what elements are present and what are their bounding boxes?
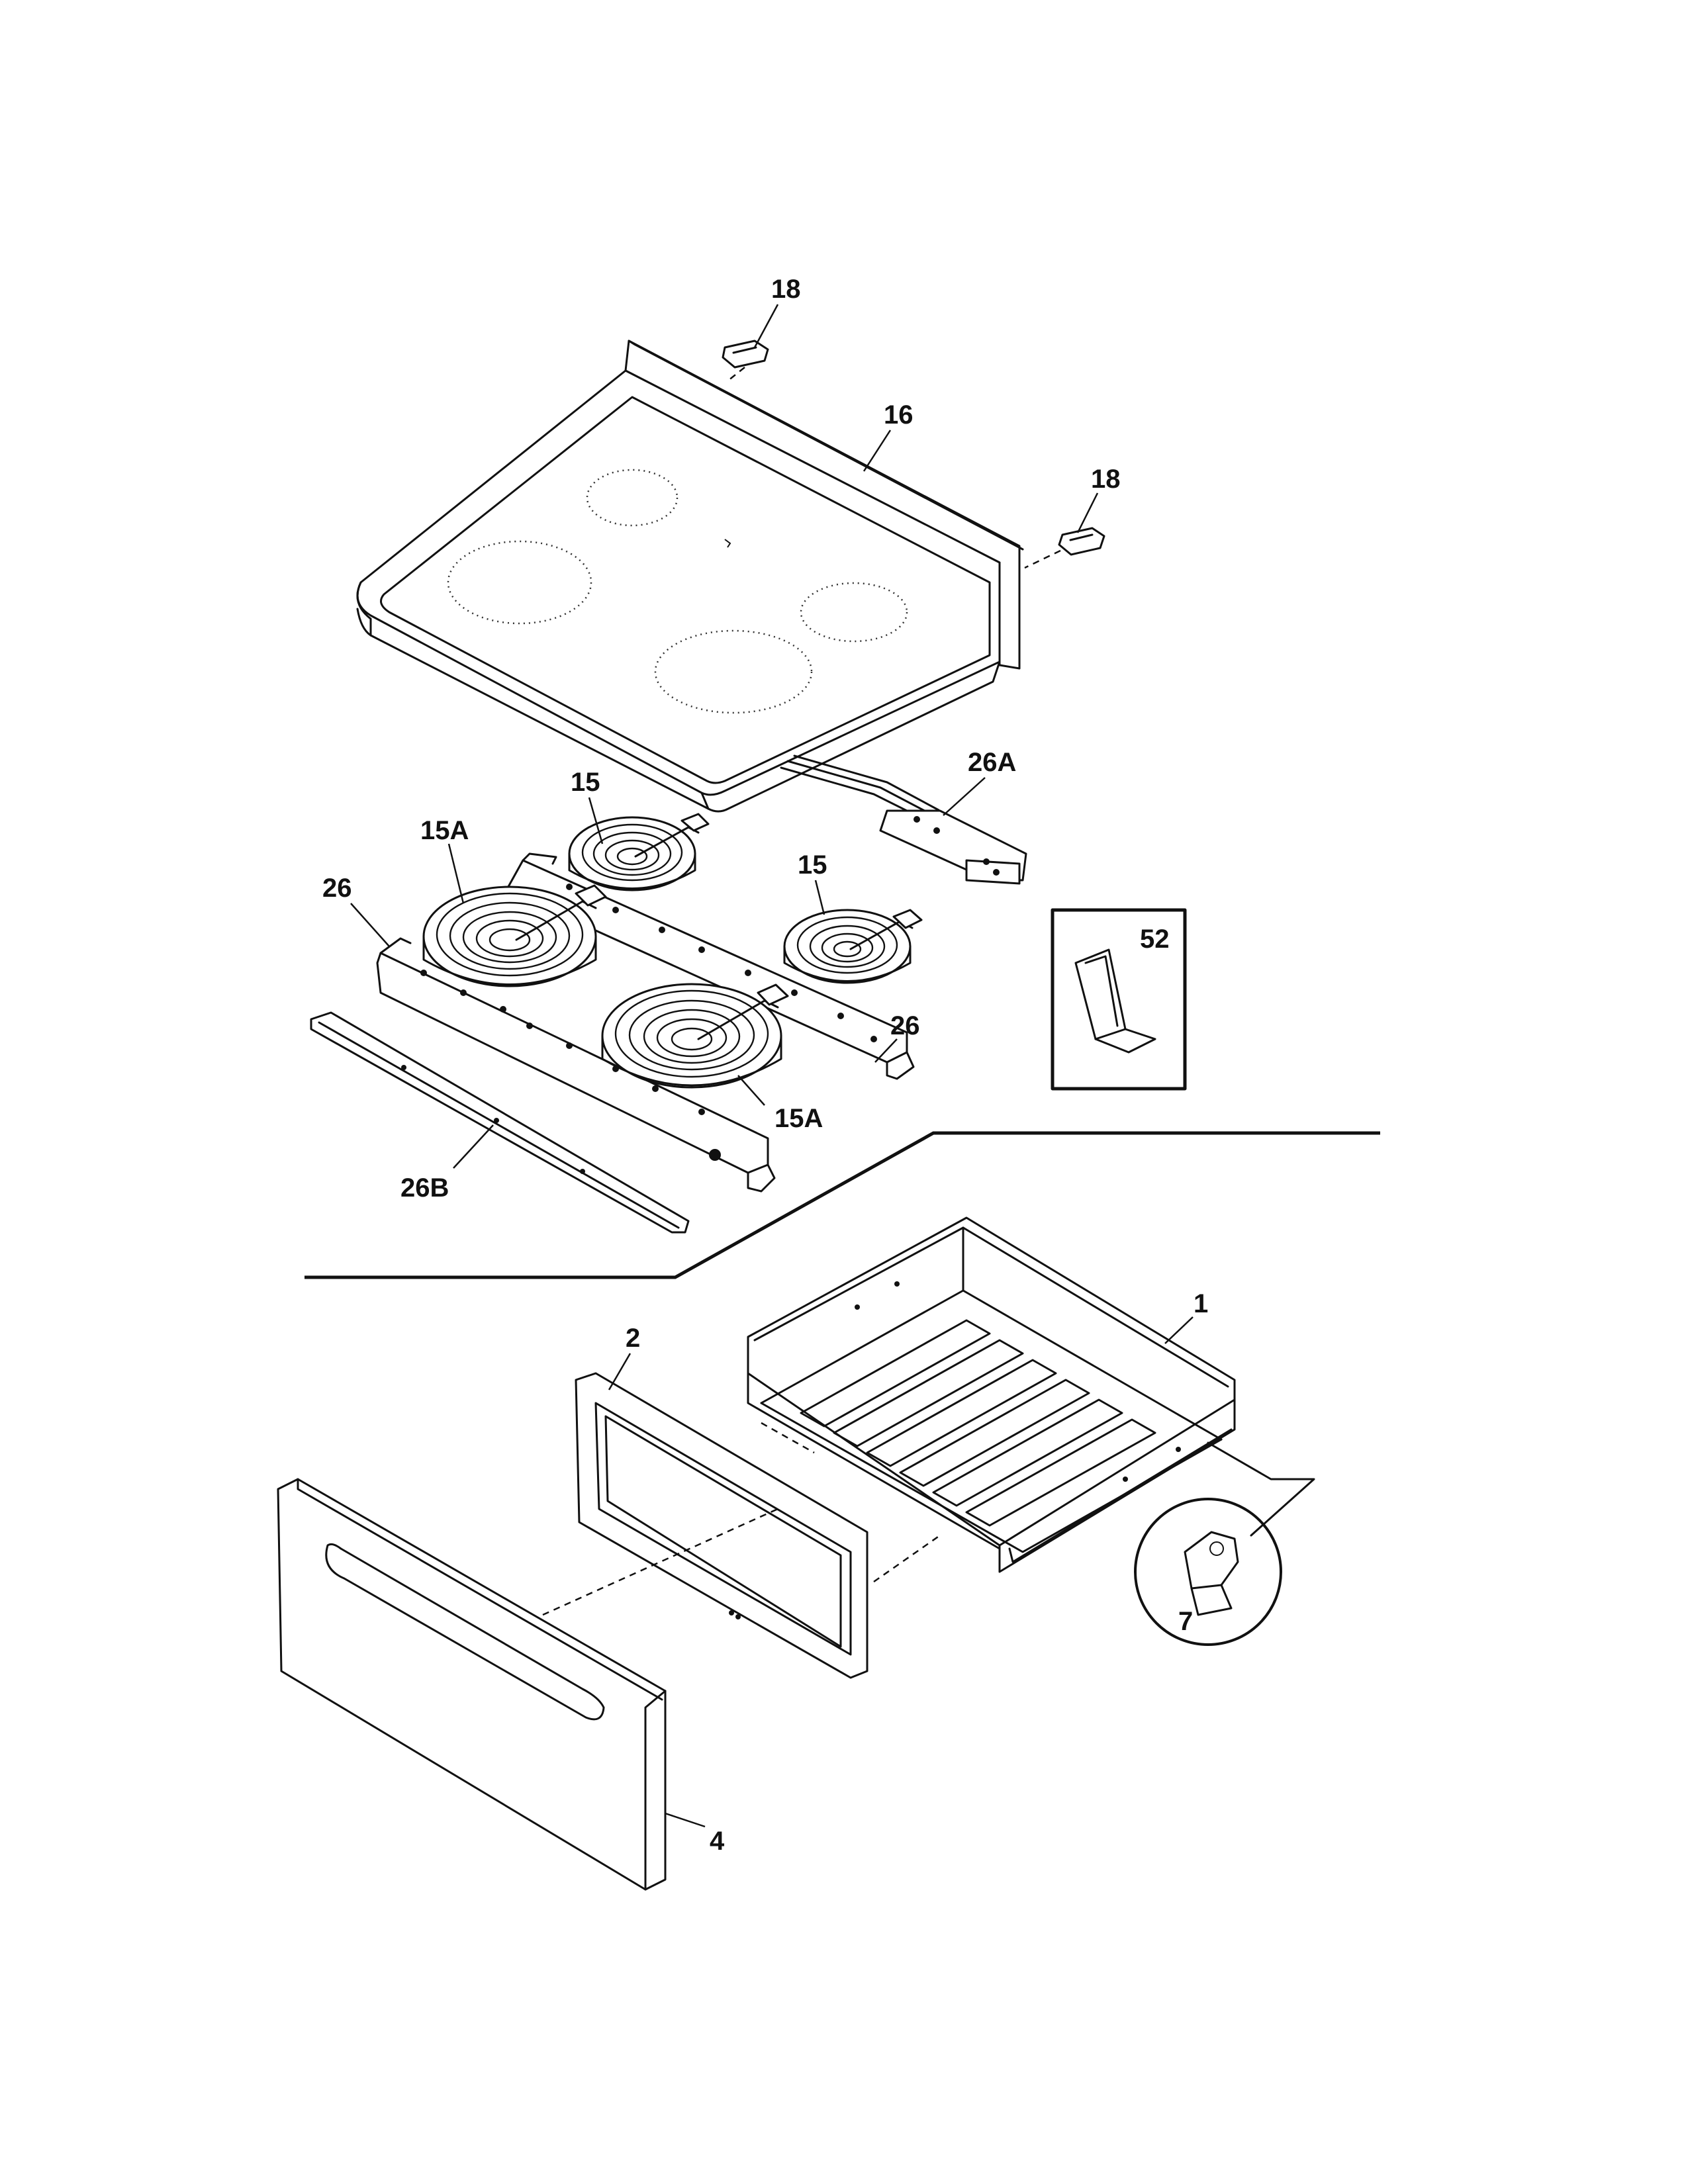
callout-15-right: 15 [798, 850, 827, 880]
callout-15-rear: 15 [571, 768, 600, 797]
support-bracket-icon [376, 937, 776, 1193]
callout-18-top: 18 [771, 275, 801, 304]
coil-surface-element-icon [783, 909, 923, 984]
mounting-clip-icon [722, 340, 1105, 556]
warmer-drawer-icon [747, 1216, 1236, 1573]
callout-7: 7 [1178, 1607, 1193, 1636]
callout-26B: 26B [400, 1173, 449, 1203]
terminal-block-icon [879, 809, 1027, 885]
callout-26A: 26A [968, 748, 1016, 777]
section-divider [305, 1131, 1380, 1279]
callout-2: 2 [626, 1324, 640, 1353]
drawer-front-panel-icon [277, 1478, 667, 1891]
clip-inset-circle [1134, 1498, 1282, 1646]
coil-surface-element-icon [422, 884, 607, 987]
callout-1: 1 [1194, 1289, 1208, 1318]
callout-26-rear: 26 [322, 874, 352, 903]
support-bracket-icon [505, 852, 915, 1080]
callout-18-right: 18 [1091, 465, 1121, 494]
callout-16: 16 [884, 400, 914, 430]
callout-52: 52 [1140, 925, 1170, 954]
callout-15A-left: 15A [420, 816, 469, 845]
glass-cooktop-icon [356, 340, 1024, 822]
trim-strip-icon [310, 1011, 690, 1234]
callout-15A-front: 15A [774, 1104, 823, 1133]
callout-26-front: 26 [890, 1011, 920, 1040]
coil-surface-element-icon [568, 813, 710, 891]
callout-4: 4 [710, 1827, 725, 1856]
drawer-frame-icon [575, 1372, 868, 1679]
clip-inset-box [1051, 908, 1187, 1091]
coil-surface-element-icon [601, 983, 789, 1089]
